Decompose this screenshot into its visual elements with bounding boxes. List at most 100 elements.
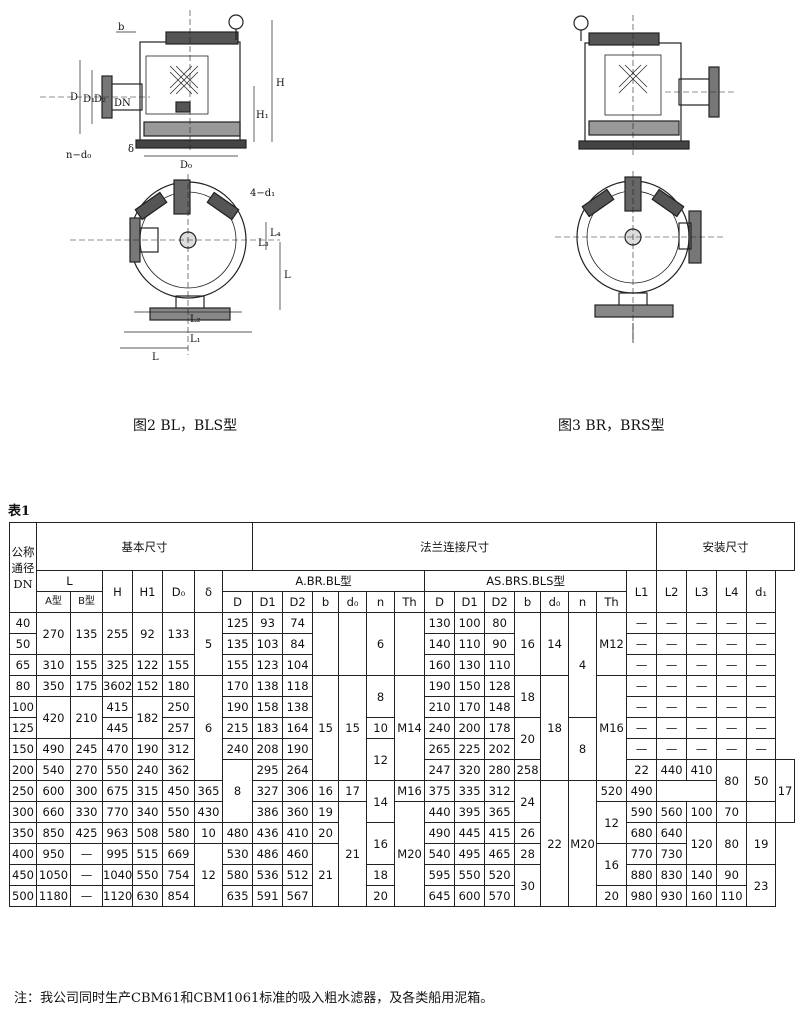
label-L2: L₂ [190,314,201,325]
cell-s-D2: 90 [484,633,516,655]
table-row: 250 600 300 675 315 450 365 327 306 16 1… [9,780,795,907]
table-row: 80 350 175 3602 152 180 6 170 138 118 15… [9,675,795,781]
cell-a-D1: 386 [252,801,284,823]
cell-a-D1: 158 [252,696,284,718]
cell-B: 175 [70,675,103,697]
header-s-D: D [424,591,456,613]
cell-dn: 100 [9,696,37,718]
cell-a-D2: 104 [282,654,314,676]
cell-A: 490 [36,738,71,760]
cell-H: 445 [102,717,133,739]
cell-delta: 5 [194,612,223,676]
cell-a-d0: 17 [338,780,368,802]
header-B: B型 [70,591,103,613]
cell-s-D: 645 [424,885,456,907]
cell-H: 255 [102,612,133,655]
cell-L4: — [716,633,748,655]
cell-d1: — [746,738,777,760]
label-L-bottom: L [152,352,159,360]
cell-L2: — [656,633,688,655]
cell-a-D: 580 [221,864,254,886]
cell-delta: 6 [194,675,223,781]
cell-s-D1: 200 [454,717,486,739]
cell-L3: — [686,738,718,760]
cell-dn: 40 [9,612,37,634]
cell-B: — [70,864,103,886]
cell-s-th: M20 [568,780,598,907]
cell-H1: 152 [132,675,163,697]
header-L2: L2 [656,570,688,613]
label-4d1: 4−d₁ [250,188,275,199]
cell-a-n: 8 [366,675,396,718]
header-s-D2: D2 [484,591,516,613]
cell-s-D2: 110 [484,654,516,676]
fig2-elevation [40,10,273,157]
cell-D0: 450 [162,780,195,802]
table-row: 40 270 135 255 92 133 5 125 93 74 6 130 … [9,612,795,718]
cell-s-b: 18 [514,675,542,718]
cell-L2: 640 [656,822,688,844]
label-DN: DN [114,98,131,109]
cell-a-th: M20 [394,801,426,907]
cell-s-b: 26 [514,822,542,844]
cell-s-b: 22 [626,759,658,781]
cell-a-n: 20 [366,885,396,907]
cell-A: 950 [36,843,71,865]
cell-a-D1: 93 [252,612,284,634]
cell-L1: — [626,717,658,739]
cell-s-D1: 445 [454,822,486,844]
fig2-plan [70,174,281,355]
cell-L2: 410 [686,759,718,781]
cell-a-D1: 183 [252,717,284,739]
cell-L4: — [716,654,748,676]
header-s-th: Th [596,591,628,613]
cell-s-D2: 80 [484,612,516,634]
cell-s-n: 12 [596,801,628,844]
cell-a-D1: 103 [252,633,284,655]
footnote: 注：我公司同时生产CBM61和CBM1061标准的吸入粗水滤器，及各类船用泥箱。 [14,991,494,1006]
cell-a-D1: 264 [282,759,314,781]
cell-a-D2: 410 [282,822,314,844]
cell-L1: 880 [626,864,658,886]
cell-L2: 490 [626,780,658,802]
cell-a-D2: 190 [282,738,314,760]
cell-s-D2: 365 [484,801,516,823]
cell-s-D2: 415 [484,822,516,844]
cell-dn: 300 [9,801,37,823]
cell-a-D: 215 [221,717,254,739]
cell-a-n: 10 [366,717,396,739]
cell-L3: 160 [686,885,718,907]
cell-L2: — [656,696,688,718]
cell-s-D1: 495 [454,843,486,865]
label-delta: δ [128,144,134,155]
cell-a-D2: 74 [282,612,314,634]
figure-2-caption: 图2 BL，BLS型 [133,418,238,434]
label-D0: D₀ [180,160,192,171]
cell-dn: 250 [9,780,37,802]
cell-s-th: M12 [596,612,628,676]
cell-A: 660 [36,801,71,823]
label-L-side: L [284,270,291,281]
header-as-type: AS.BRS.BLS型 [424,570,628,592]
cell-A: 850 [36,822,71,844]
cell-B: 425 [70,822,103,844]
cell-dn: 150 [9,738,37,760]
cell-s-D1: 170 [454,696,486,718]
table-label: 表1 [8,504,31,519]
cell-A: 600 [36,780,71,802]
cell-H: 3602 [102,675,133,697]
cell-H: 995 [102,843,133,865]
cell-a-D2: 138 [282,696,314,718]
cell-L3: 140 [686,864,718,886]
cell-a-D: 295 [252,759,284,781]
cell-a-D: 480 [221,822,254,844]
cell-L4: — [716,717,748,739]
header-delta: δ [194,570,223,613]
header-a-D1: D1 [252,591,284,613]
cell-s-D2: 465 [484,843,516,865]
cell-L4: 110 [716,885,748,907]
label-L3: L₃ [258,238,269,249]
cell-A: 420 [36,696,71,739]
cell-s-n: 20 [596,885,628,907]
cell-H: 415 [102,696,133,718]
